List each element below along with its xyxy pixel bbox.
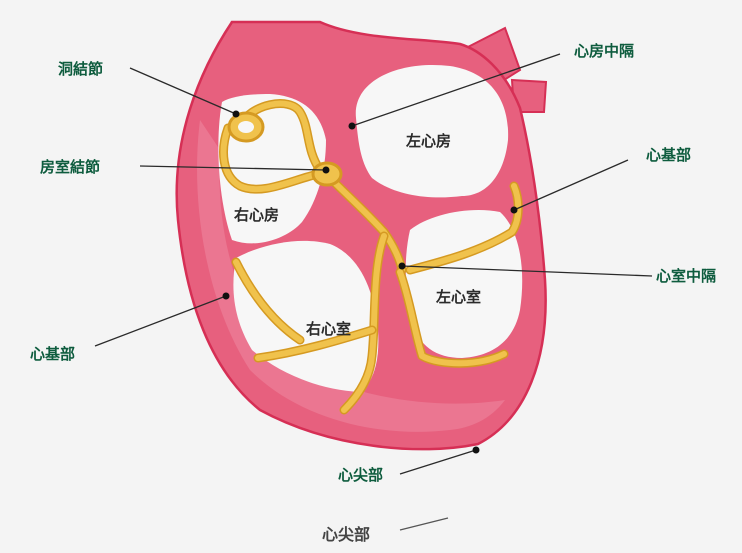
footer-caption: 心尖部 bbox=[322, 525, 370, 544]
footer: 心尖部 bbox=[322, 518, 448, 544]
left-ventricle-label: 左心室 bbox=[435, 288, 481, 306]
right-ventricle-label: 右心室 bbox=[306, 320, 351, 338]
leader-dot-av-node bbox=[323, 167, 330, 174]
leader-apex bbox=[400, 450, 476, 474]
leader-dot-base-right bbox=[511, 207, 518, 214]
label-ventricular-septum: 心室中隔 bbox=[656, 267, 716, 285]
av-node bbox=[313, 163, 341, 185]
label-atrial-septum: 心房中隔 bbox=[574, 42, 634, 60]
label-base-right: 心基部 bbox=[646, 146, 691, 164]
leader-dot-apex bbox=[473, 447, 480, 454]
leader-dot-base-left bbox=[223, 293, 230, 300]
label-sinoatrial-node: 洞結節 bbox=[58, 60, 103, 78]
label-apex: 心尖部 bbox=[338, 466, 383, 484]
right-atrium-label: 右心房 bbox=[234, 206, 279, 224]
left-atrium-label: 左心房 bbox=[405, 132, 451, 150]
label-av-node: 房室結節 bbox=[40, 158, 100, 176]
leader-dot-atrial-septum bbox=[349, 123, 356, 130]
label-base-left: 心基部 bbox=[30, 345, 75, 363]
leader-dot-ventricular-septum bbox=[399, 263, 406, 270]
footer-caption-stroke bbox=[400, 518, 448, 530]
leader-dot-sinoatrial-node bbox=[233, 111, 240, 118]
